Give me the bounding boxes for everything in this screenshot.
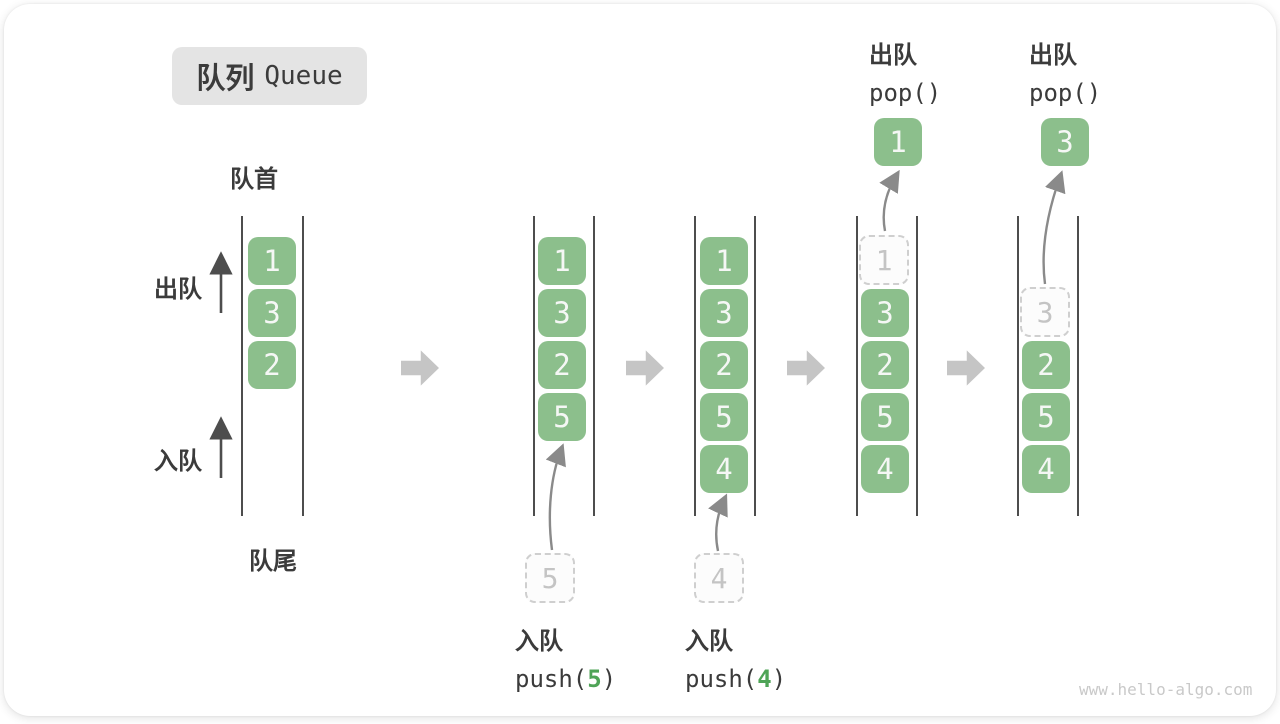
push-label-code: push(4) [685, 665, 786, 693]
queue-element: 3 [538, 289, 586, 337]
push-arrow-icon [550, 450, 561, 550]
push-fn-open: push( [515, 665, 587, 693]
push-label-zh: 入队 [515, 621, 616, 656]
queue-element: 1 [538, 237, 586, 285]
queue-element: 3 [248, 289, 296, 337]
push-arg: 5 [587, 665, 601, 693]
queue-element: 3 [861, 289, 909, 337]
diagram-title-zh: 队列 [196, 55, 254, 97]
queue-element: 5 [700, 393, 748, 441]
queue-element: 5 [861, 393, 909, 441]
pop-label-code: pop() [1029, 79, 1101, 107]
pop-annotation-1: 出队 pop() [869, 35, 941, 107]
push-fn-close: ) [602, 665, 616, 693]
pending-element: 5 [525, 553, 575, 603]
queue-element: 5 [538, 393, 586, 441]
queue-element: 1 [248, 237, 296, 285]
push-fn-open: push( [685, 665, 757, 693]
queue-element: 2 [700, 341, 748, 389]
queue-element: 2 [248, 341, 296, 389]
queue-element: 3 [700, 289, 748, 337]
push-label-zh: 入队 [685, 621, 786, 656]
queue-diagram-canvas: 队列 Queue 队首 队尾 出队 入队 1 3 2 1 3 2 5 1 3 2… [4, 4, 1276, 716]
removed-element-slot: 3 [1020, 287, 1070, 337]
queue-wall [241, 216, 243, 516]
enqueue-direction-label: 入队 [154, 441, 202, 476]
push-label-code: push(5) [515, 665, 616, 693]
pending-element: 4 [694, 553, 744, 603]
pop-annotation-2: 出队 pop() [1029, 35, 1101, 107]
queue-element: 2 [861, 341, 909, 389]
transition-arrow-icon [626, 348, 664, 388]
pop-label-code: pop() [869, 79, 941, 107]
diagram-title-en: Queue [264, 61, 342, 91]
diagram-title-box: 队列 Queue [172, 47, 367, 105]
pop-arrow-icon [1044, 177, 1060, 284]
queue-element: 4 [861, 445, 909, 493]
queue-element: 2 [538, 341, 586, 389]
queue-wall [593, 216, 595, 516]
queue-rear-label: 队尾 [249, 541, 297, 576]
queue-wall [1077, 216, 1079, 516]
push-arrow-icon [716, 500, 724, 551]
transition-arrow-icon [401, 348, 439, 388]
transition-arrow-icon [947, 348, 985, 388]
queue-front-label: 队首 [230, 159, 278, 194]
queue-wall [916, 216, 918, 516]
queue-wall [856, 216, 858, 516]
push-annotation-2: 入队 push(4) [685, 621, 786, 693]
pop-arrow-icon [884, 176, 896, 231]
push-arg: 4 [757, 665, 771, 693]
removed-element-slot: 1 [859, 235, 909, 285]
queue-wall [754, 216, 756, 516]
watermark: www.hello-algo.com [1079, 680, 1252, 699]
popped-element: 1 [874, 118, 922, 166]
queue-wall [533, 216, 535, 516]
queue-element: 2 [1022, 341, 1070, 389]
dequeue-direction-label: 出队 [154, 269, 202, 304]
pop-label-zh: 出队 [869, 35, 941, 70]
queue-wall [1017, 216, 1019, 516]
pop-label-zh: 出队 [1029, 35, 1101, 70]
transition-arrow-icon [787, 348, 825, 388]
queue-element: 1 [700, 237, 748, 285]
queue-wall [302, 216, 304, 516]
queue-element: 4 [700, 445, 748, 493]
queue-wall [694, 216, 696, 516]
queue-element: 4 [1022, 445, 1070, 493]
push-annotation-1: 入队 push(5) [515, 621, 616, 693]
push-fn-close: ) [772, 665, 786, 693]
popped-element: 3 [1041, 118, 1089, 166]
queue-element: 5 [1022, 393, 1070, 441]
